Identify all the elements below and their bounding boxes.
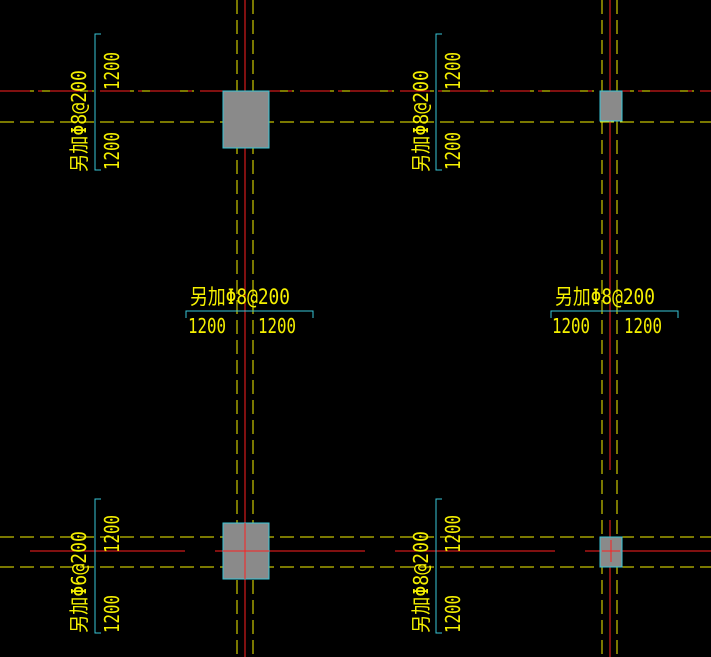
annotation-v-bottom-right-label: 另加Φ8@200 [409, 531, 433, 633]
annotation-v-top-left-dim-a: 1200 [100, 52, 124, 90]
annotation-v-bottom-right: 另加Φ8@200 1200 1200 [409, 515, 465, 633]
dimension-lines [94, 33, 679, 634]
annotation-h-right-dim-a: 1200 [552, 314, 590, 338]
annotation-v-bottom-right-dim-a: 1200 [441, 515, 465, 553]
annotation-v-bottom-right-dim-b: 1200 [441, 595, 465, 633]
annotation-h-right-label: 另加Φ8@200 [555, 285, 655, 309]
dim-h-left [185, 310, 314, 318]
annotation-v-bottom-left-dim-b: 1200 [100, 595, 124, 633]
annotation-v-top-left: 另加Φ8@200 1200 1200 [67, 52, 124, 172]
horizontal-grid-lines [0, 90, 711, 568]
annotation-v-top-right-dim-a: 1200 [441, 52, 465, 90]
annotation-v-top-right-dim-b: 1200 [441, 132, 465, 170]
dim-v-top-left [94, 33, 101, 171]
annotation-h-left: 另加Φ8@200 1200 1200 [188, 285, 296, 338]
columns [222, 90, 623, 580]
dim-h-right [550, 310, 679, 318]
dim-v-bottom-right [435, 498, 442, 634]
annotation-h-left-dim-a: 1200 [188, 314, 226, 338]
annotation-v-top-right-label: 另加Φ8@200 [409, 70, 433, 172]
annotation-h-right-dim-b: 1200 [624, 314, 662, 338]
annotation-h-left-label: 另加Φ8@200 [190, 285, 290, 309]
annotation-v-bottom-left: 另加Φ6@200 1200 1200 [67, 515, 124, 633]
annotation-h-left-dim-b: 1200 [258, 314, 296, 338]
column-top-left [222, 90, 270, 149]
annotation-v-top-right: 另加Φ8@200 1200 1200 [409, 52, 465, 172]
annotation-h-right: 另加Φ8@200 1200 1200 [552, 285, 662, 338]
dim-v-bottom-left [94, 498, 101, 634]
annotation-v-bottom-left-label: 另加Φ6@200 [67, 531, 91, 633]
annotation-v-top-left-label: 另加Φ8@200 [67, 70, 91, 172]
annotation-v-top-left-dim-b: 1200 [100, 132, 124, 170]
dim-v-top-right [435, 33, 442, 171]
column-top-right [599, 90, 623, 122]
annotation-v-bottom-left-dim-a: 1200 [100, 515, 124, 553]
